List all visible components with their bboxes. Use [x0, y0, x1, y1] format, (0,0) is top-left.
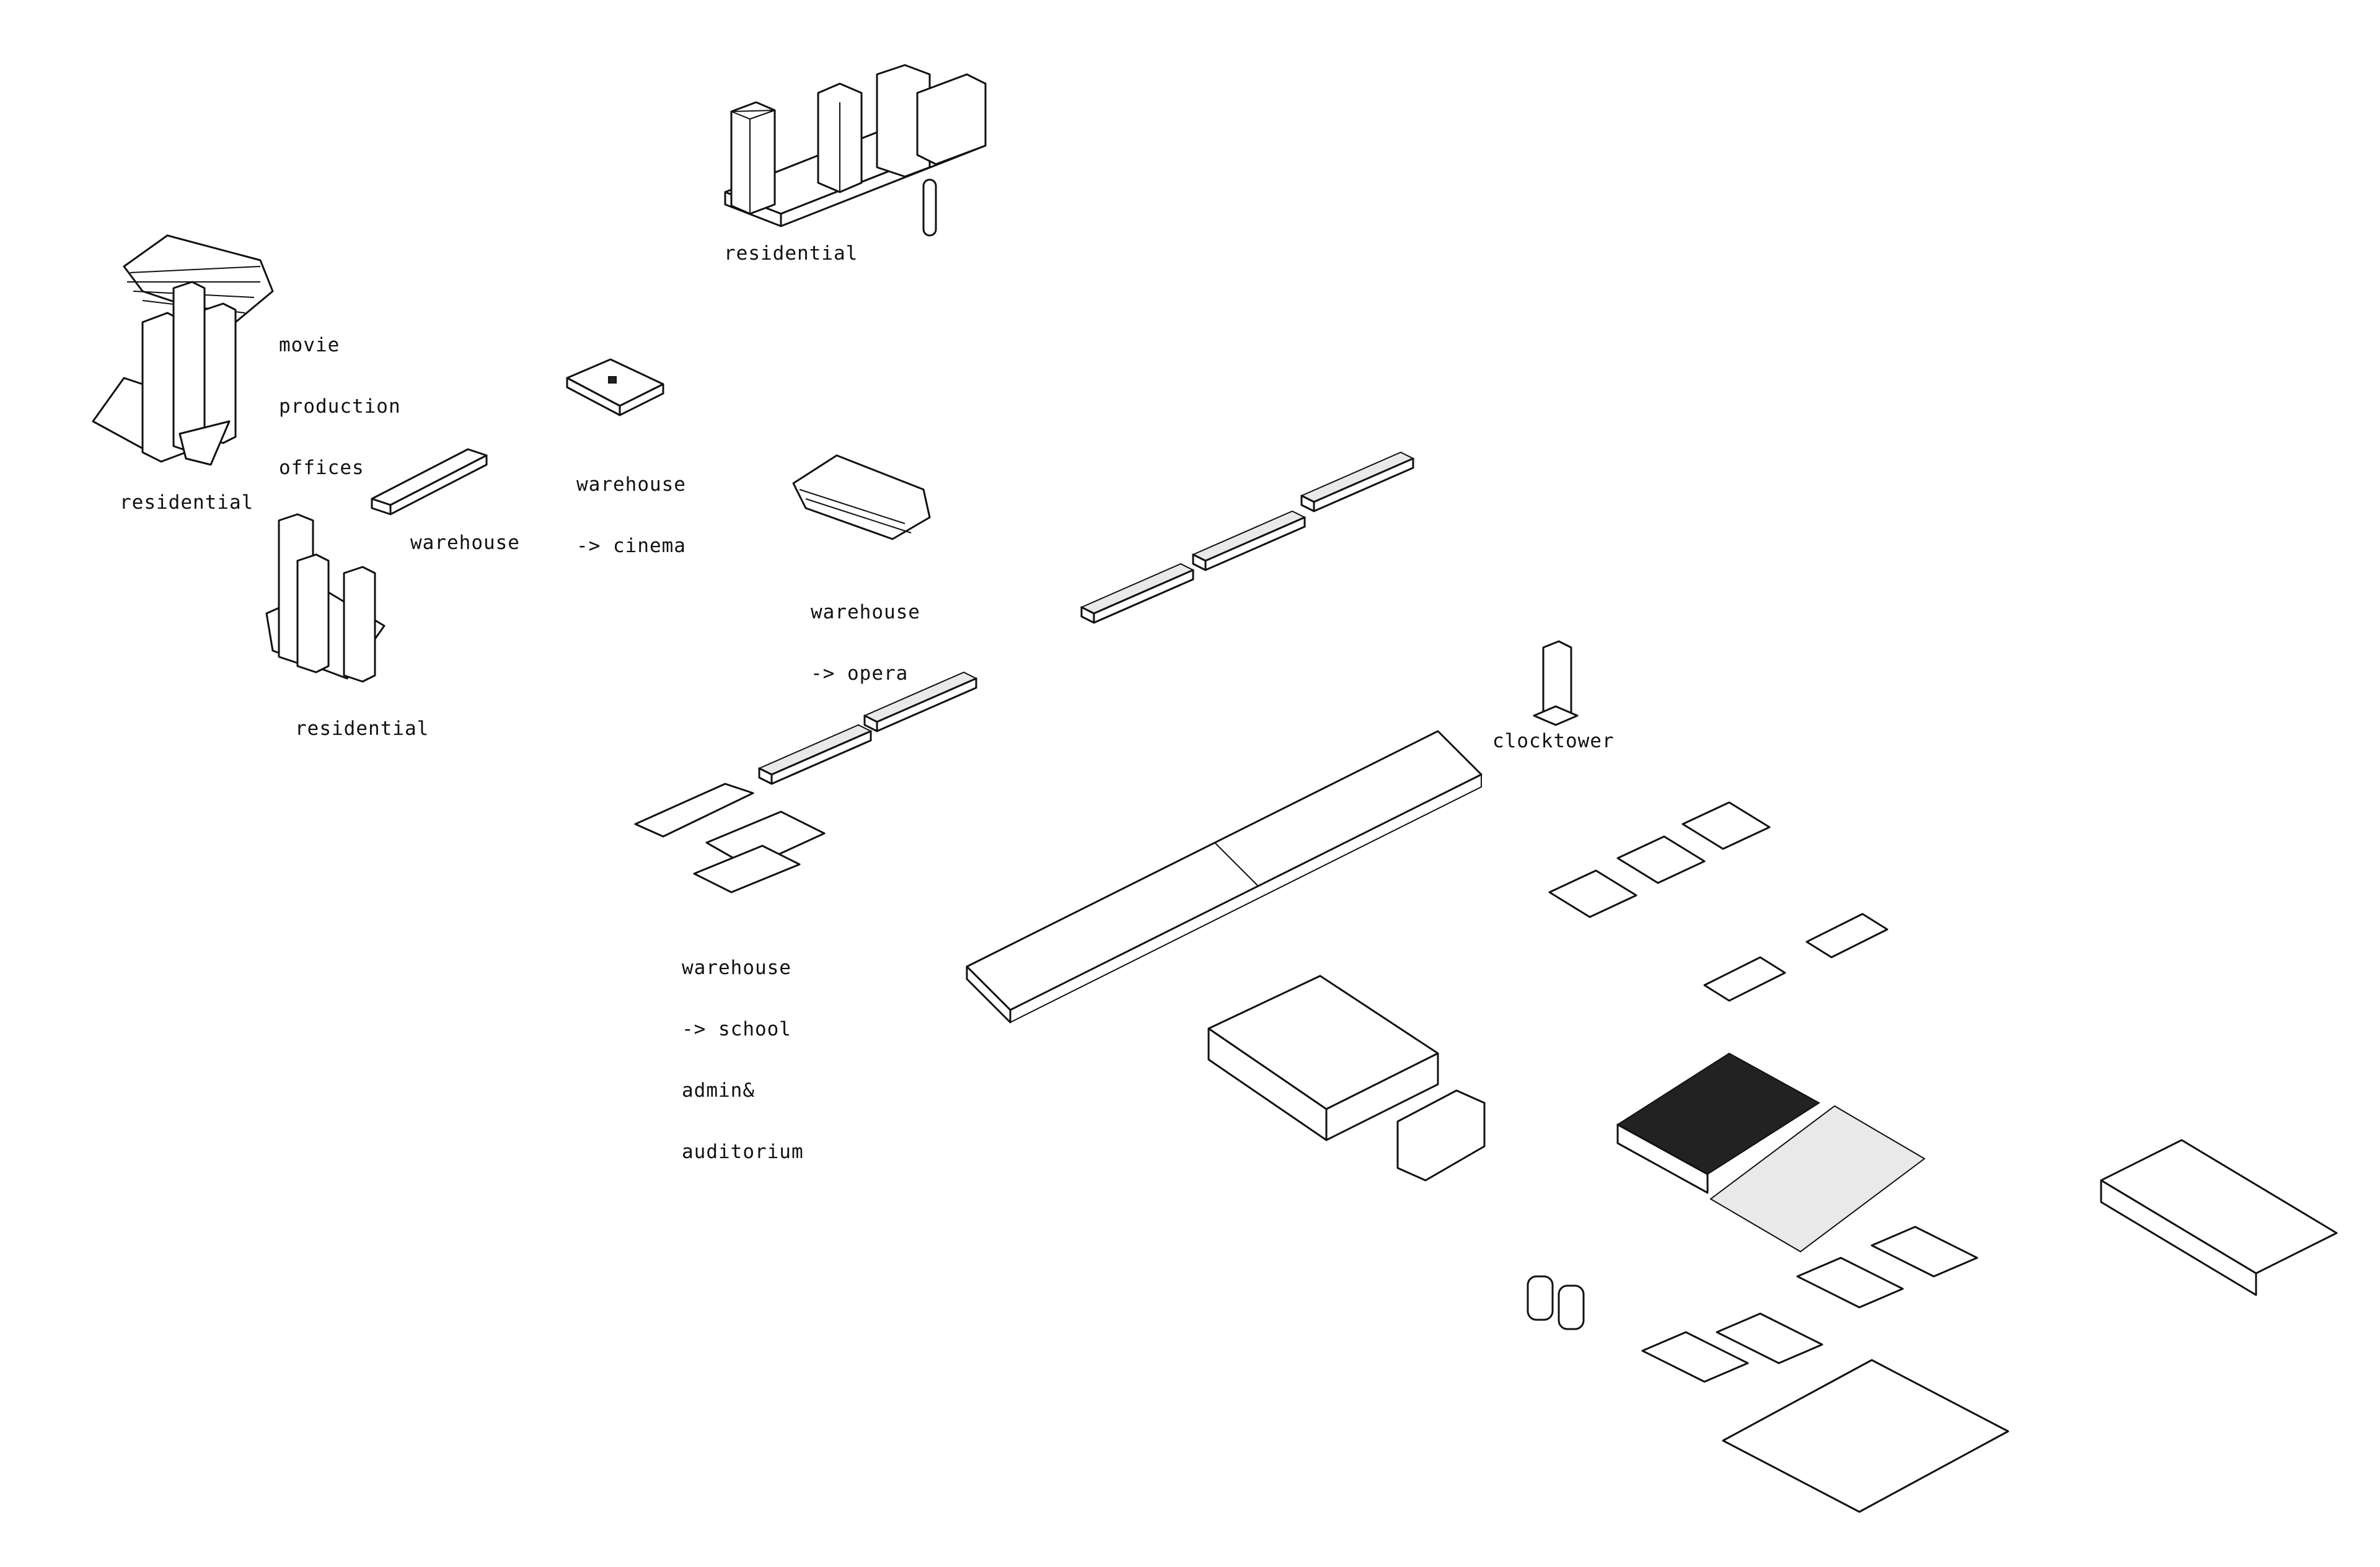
label-warehouse-opera: warehouse -> opera: [811, 601, 920, 685]
label-residential-top: residential: [724, 242, 858, 265]
shed-roof-building: [1207, 975, 1439, 1141]
label-movie-production-offices: movie production offices: [279, 334, 401, 479]
label-residential-left: residential: [120, 491, 254, 514]
residential-top-building: [724, 64, 987, 237]
label-warehouse-school: warehouse -> school admin& auditorium: [682, 957, 804, 1163]
label-warehouse-cinema: warehouse -> cinema: [576, 473, 686, 557]
warehouse-cinema-building: [566, 358, 664, 416]
label-warehouse: warehouse: [410, 532, 520, 554]
southeast-cluster: [1527, 1052, 2338, 1513]
ruin-wall-building: [1396, 1089, 1486, 1182]
warehouse-roofs-upper: [1080, 451, 1415, 624]
station-shed-building: [966, 730, 1483, 1024]
warehouse-bar: [371, 448, 488, 516]
warehouse-roofs-lower: [757, 671, 978, 785]
residential-towers-building: [265, 513, 386, 683]
pavilions-group: [1548, 801, 1889, 1002]
label-residential-towers: residential: [295, 718, 430, 740]
warehouse-opera-building: [792, 454, 931, 540]
clocktower-building: [1533, 640, 1579, 726]
movie-production-offices-building: [92, 234, 274, 466]
label-clocktower: clocktower: [1492, 730, 1615, 752]
warehouse-school-building: [634, 783, 826, 893]
